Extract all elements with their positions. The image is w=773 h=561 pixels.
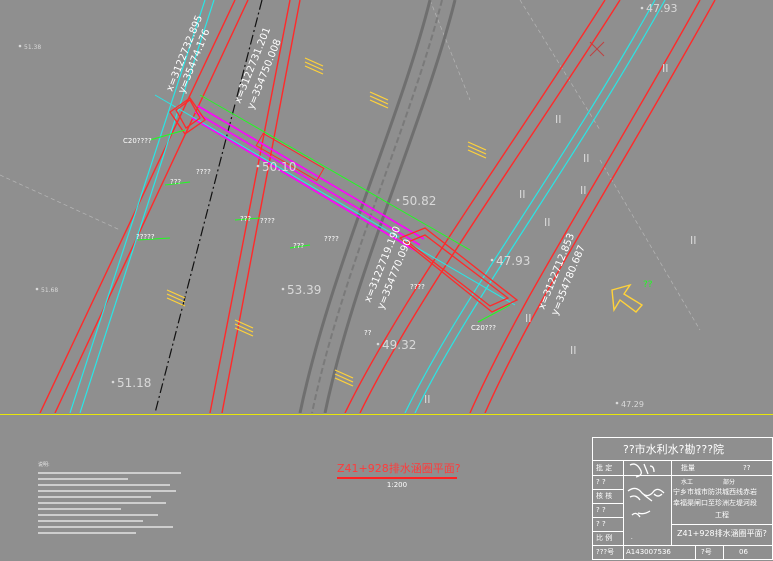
drawing-title-block: Z41+928排水涵圈平面? 1:200 [337,462,461,489]
zone-mark: II [580,184,587,197]
annotation-label: ????? [136,233,155,241]
flow-label: ?? [643,280,653,290]
elevation-label: 47.93 [646,2,678,15]
slope-hatches [166,57,487,387]
role-label: ? ? [596,478,606,486]
elevation-label: 51.68 [41,287,58,294]
role-label: 核 核 [596,492,613,500]
annotation-label: ???? [410,283,425,291]
annotation-label: ???? [260,217,275,225]
zone-mark: II [662,62,669,75]
zone-mark: II [570,344,577,357]
annotation-label: ??? [170,178,181,186]
role-label: ? ? [596,506,606,514]
institute-name: ??市水利水?勘???院 [623,443,725,456]
elevation-label: 50.82 [402,194,436,208]
elevation-label: 50.10 [262,160,296,174]
elevation-label: 49.32 [382,338,416,352]
column-head: 批量 [681,464,695,472]
zone-mark: II [519,188,526,201]
culvert-axis [154,94,516,306]
left-channel [69,0,215,413]
zone-mark: II [690,234,697,247]
annotation-label: ??? [293,242,304,250]
project-name: 工程 [715,511,729,519]
center-line [154,0,263,413]
elevation-label: 47.29 [621,400,644,409]
annotation-label: C20??? [471,324,496,332]
zone-mark: II [583,152,590,165]
flow-arrow [611,283,644,313]
headwall-right [398,227,519,313]
annotation-label: C20???? [123,137,152,145]
project-name: 幸福渠闸口至珍洲左堤河段 [673,499,757,507]
drawing-title: Z41+928排水涵圈平面? [337,462,461,475]
right-channel [404,0,666,413]
project-name: 宁乡市城市防洪城西线赤岩 [673,488,757,496]
zone-mark: II [525,312,532,325]
sheet-title: Z41+928排水涵圈平面? [677,529,767,538]
signature-marks [627,463,665,518]
plan-drawing: 47.93 51.38 50.10 50.82 47.93 53.39 51.6… [0,0,716,413]
notes-title: 说明: [38,462,50,468]
zone-mark: II [424,393,431,406]
drawing-number-label: ???号 [596,548,615,556]
drawing-scale: 1:200 [386,481,408,489]
road-band [298,0,457,413]
culvert-pipe [191,105,425,252]
page-label: ?号 [701,548,712,556]
elevation-label: 51.18 [117,376,151,390]
elevation-label: 53.39 [287,283,321,297]
annotation-lines [137,94,511,323]
annotation-label: ???? [324,235,339,243]
role-label: ? ? [596,520,606,528]
zone-mark: II [555,113,562,126]
role-label: 批 定 [596,464,613,472]
elevation-label: 51.38 [24,44,41,51]
left-levee [39,0,301,413]
part-label: 部分 [723,479,736,486]
plan-view[interactable]: 47.93 51.38 50.10 50.82 47.93 53.39 51.6… [0,0,773,413]
column-head: ?? [743,464,751,472]
right-levee [344,0,716,413]
page-number: 06 [739,548,748,556]
title-block: ??市水利水?勘???院 批 定 ? ? 核 核 ? ? ? ? 比 例 批量 … [592,437,773,560]
role-label: 比 例 [596,534,613,542]
annotation-label: ?? [364,329,372,337]
headwall-left [169,97,206,135]
elevation-label: 47.93 [496,254,530,268]
drawing-notes: 说明: [38,462,188,538]
zone-mark: II [544,216,551,229]
annotation-label: ??? [240,215,251,223]
drawing-number: A143007536 [626,548,671,556]
title-sheet [0,414,773,561]
section-label: 水工 [681,479,694,486]
annotation-label: ???? [196,168,211,176]
